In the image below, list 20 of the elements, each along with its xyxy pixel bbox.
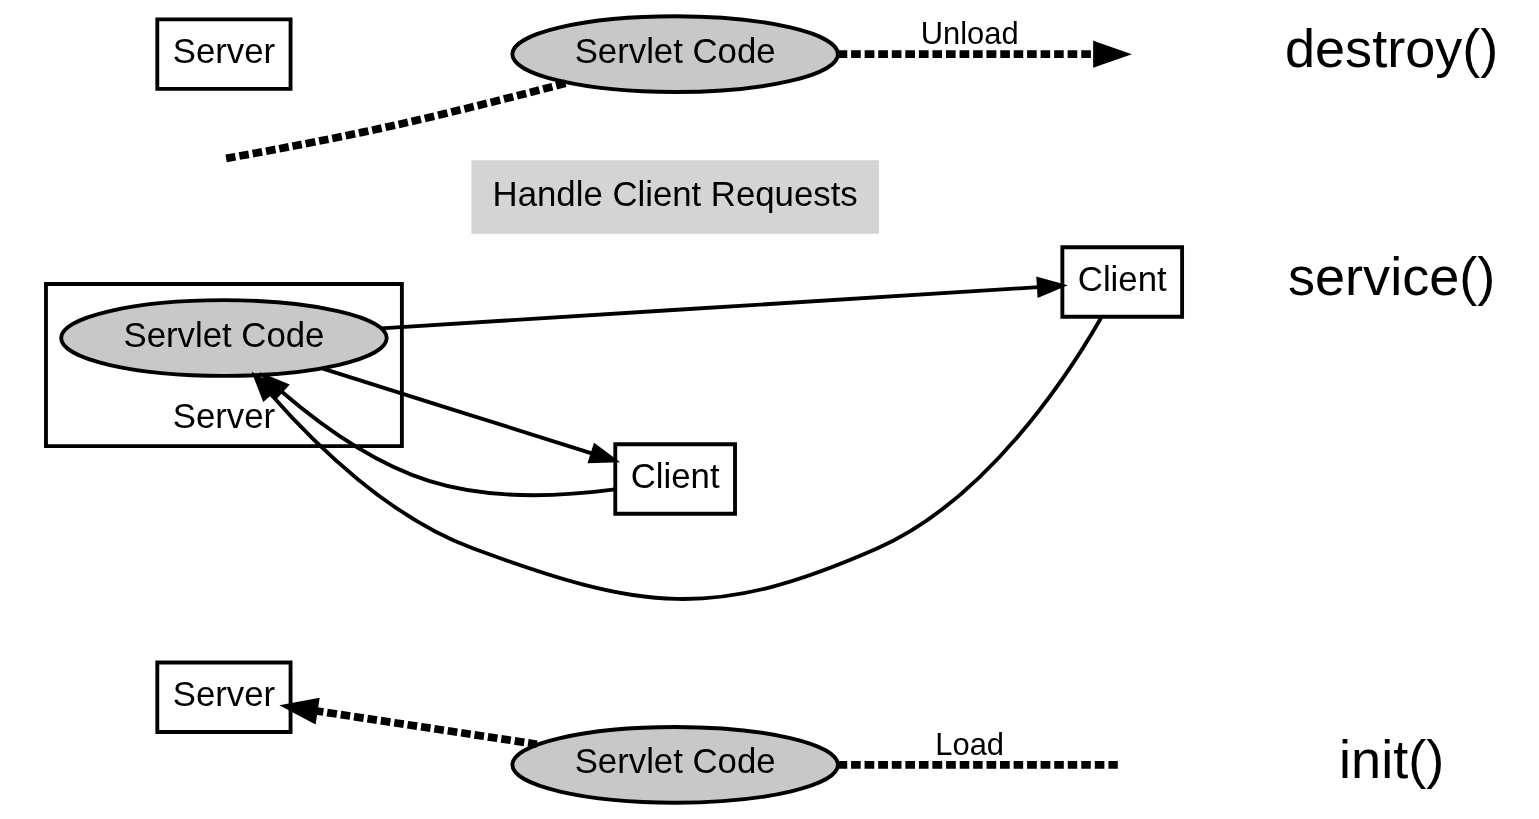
arrow <box>837 40 1132 68</box>
connector <box>837 761 1121 769</box>
node-box: Server <box>155 660 293 734</box>
node-box: Client <box>1060 245 1185 319</box>
connector <box>225 79 569 163</box>
arrow <box>381 276 1068 331</box>
label: destroy() <box>1284 18 1499 79</box>
node-ellipse: Servlet Code <box>59 298 389 378</box>
label: service() <box>1288 246 1496 307</box>
node-ellipse: Servlet Code <box>510 14 840 94</box>
node-box: Server <box>155 17 293 91</box>
arrow <box>259 371 616 497</box>
arrow <box>279 697 538 749</box>
node-box: Client <box>613 442 737 516</box>
node-ellipse: Servlet Code <box>510 725 840 805</box>
edge-label: Load <box>935 726 1005 762</box>
node-box: Handle Client Requests <box>471 160 879 234</box>
label: init() <box>1339 729 1445 790</box>
edge-label: Unload <box>920 16 1019 52</box>
arrow <box>322 366 621 464</box>
